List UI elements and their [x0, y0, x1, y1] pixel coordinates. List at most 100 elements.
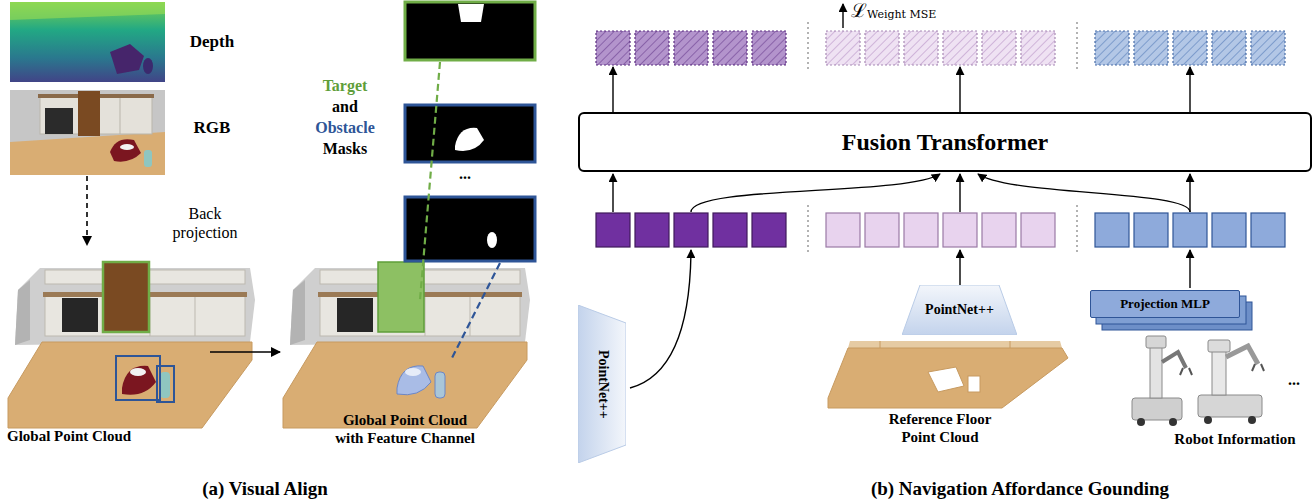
robot-figure-part: [1146, 336, 1166, 348]
depth-image: Depth: [8, 0, 248, 84]
input-token: [1212, 213, 1246, 247]
robot-figure-part: [1204, 416, 1212, 424]
robot-figure-part: [1252, 364, 1264, 371]
point-cloud-part: [378, 262, 424, 332]
input-token: [674, 213, 708, 247]
output-token: [1212, 31, 1246, 65]
floor-point-cloud-part: [848, 341, 1062, 348]
robot-figure-part: [1180, 368, 1192, 375]
rgb-image-part: [10, 90, 165, 175]
input-token: [865, 213, 899, 247]
robot-group: Robot Information: [1120, 328, 1310, 450]
flow-arrow-part: [1189, 174, 1190, 212]
rgb-image-part: [110, 139, 141, 161]
input-token: [1095, 213, 1129, 247]
mlp-box: Projection MLP: [1090, 290, 1240, 318]
legend-text: Target: [305, 76, 385, 95]
separator-part: [1076, 205, 1078, 255]
input-token: [1134, 213, 1168, 247]
flow-arrow-part: [1189, 250, 1190, 288]
point-cloud-part: [103, 262, 149, 332]
node-label: Fusion Transformer: [842, 128, 1048, 157]
point-cloud: [283, 262, 530, 428]
output-token: [674, 31, 708, 65]
trapezoid-shape: [902, 285, 1017, 335]
output-token: [752, 31, 786, 65]
output-token: [904, 31, 938, 65]
floor-point-cloud-part: [1010, 341, 1011, 348]
depth-image: [10, 2, 165, 82]
rgb-image-part: [120, 144, 134, 150]
mask-image-part: [487, 232, 497, 248]
input-token: [752, 213, 786, 247]
flow-arrow-part: [959, 174, 960, 212]
depth-image-part: [10, 2, 165, 20]
connector-arrow: [210, 351, 280, 353]
output-token: [596, 31, 630, 65]
node-label: Depth: [176, 32, 248, 52]
node-label: Reference Floor Point Cloud: [880, 410, 1000, 446]
input-token: [713, 213, 747, 247]
rgb-image-part: [78, 91, 100, 136]
floor-point-cloud-part: [928, 367, 964, 392]
point-cloud-part: [160, 372, 170, 398]
flow-arrow-part: [630, 250, 691, 388]
input-token: [904, 213, 938, 247]
output-token: [1021, 31, 1055, 65]
separator-part: [1076, 22, 1078, 72]
robot-figure-part: [1212, 350, 1226, 395]
point-cloud-part: [130, 368, 146, 376]
point-cloud: Global Point Cloud with Feature Channel: [280, 245, 530, 450]
input-token: [982, 213, 1016, 247]
flow-arrow-part: [978, 174, 1190, 212]
output-token: [1134, 31, 1168, 65]
point-cloud: [8, 262, 255, 428]
mask-image-part: [455, 128, 484, 151]
floor-point-cloud: Reference Floor Point Cloud: [815, 340, 1070, 450]
legend-text: Obstacle: [305, 118, 385, 137]
node-label: Global Point Cloud with Feature Channel: [330, 411, 480, 447]
input-token: [596, 213, 630, 247]
robot-figure-part: [1169, 418, 1177, 426]
loss-symbol: ℒ: [849, 1, 869, 20]
floor-point-cloud-part: [968, 376, 980, 392]
output-token: [1095, 31, 1129, 65]
rgb-image-part: [144, 150, 152, 167]
depth-image-part: [10, 2, 165, 82]
leader-line-part: [420, 62, 440, 300]
robot-figure-part: [1137, 418, 1145, 426]
point-cloud-part: [435, 372, 445, 398]
flow-arrow-part: [1189, 67, 1190, 112]
rgb-image: RGB: [8, 88, 248, 176]
encoder-trapezoid: PointNet++: [902, 285, 1017, 335]
node-label: PointNet++: [594, 350, 611, 419]
rgb-image: [10, 90, 165, 175]
trapezoid-shape: [578, 305, 626, 463]
input-token: [635, 213, 669, 247]
leader-line-part: [452, 263, 500, 358]
output-token: [635, 31, 669, 65]
mask-image-part: [458, 4, 484, 22]
robot-figure-part: [1150, 345, 1162, 398]
separator: [808, 22, 1077, 255]
input-token: [943, 213, 977, 247]
robot-figure-part: [1162, 352, 1186, 368]
robot-figure-part: [1248, 416, 1256, 424]
output-token: [1251, 31, 1285, 65]
point-cloud-part: [122, 366, 156, 395]
floor-point-cloud-part: [828, 348, 1068, 408]
output-token: [1173, 31, 1207, 65]
ellipsis: ...: [450, 164, 480, 183]
leader-line: [420, 62, 500, 358]
subfigure-caption: (a) Visual Align: [140, 478, 390, 501]
output-token: [865, 31, 899, 65]
encoder-trapezoid: PointNet++: [578, 305, 626, 463]
separator-part: [807, 205, 809, 255]
flow-arrow-part: [612, 67, 613, 112]
rgb-image-part: [120, 98, 121, 134]
node-label: Global Point Cloud: [7, 427, 167, 445]
input-token: [1251, 213, 1285, 247]
